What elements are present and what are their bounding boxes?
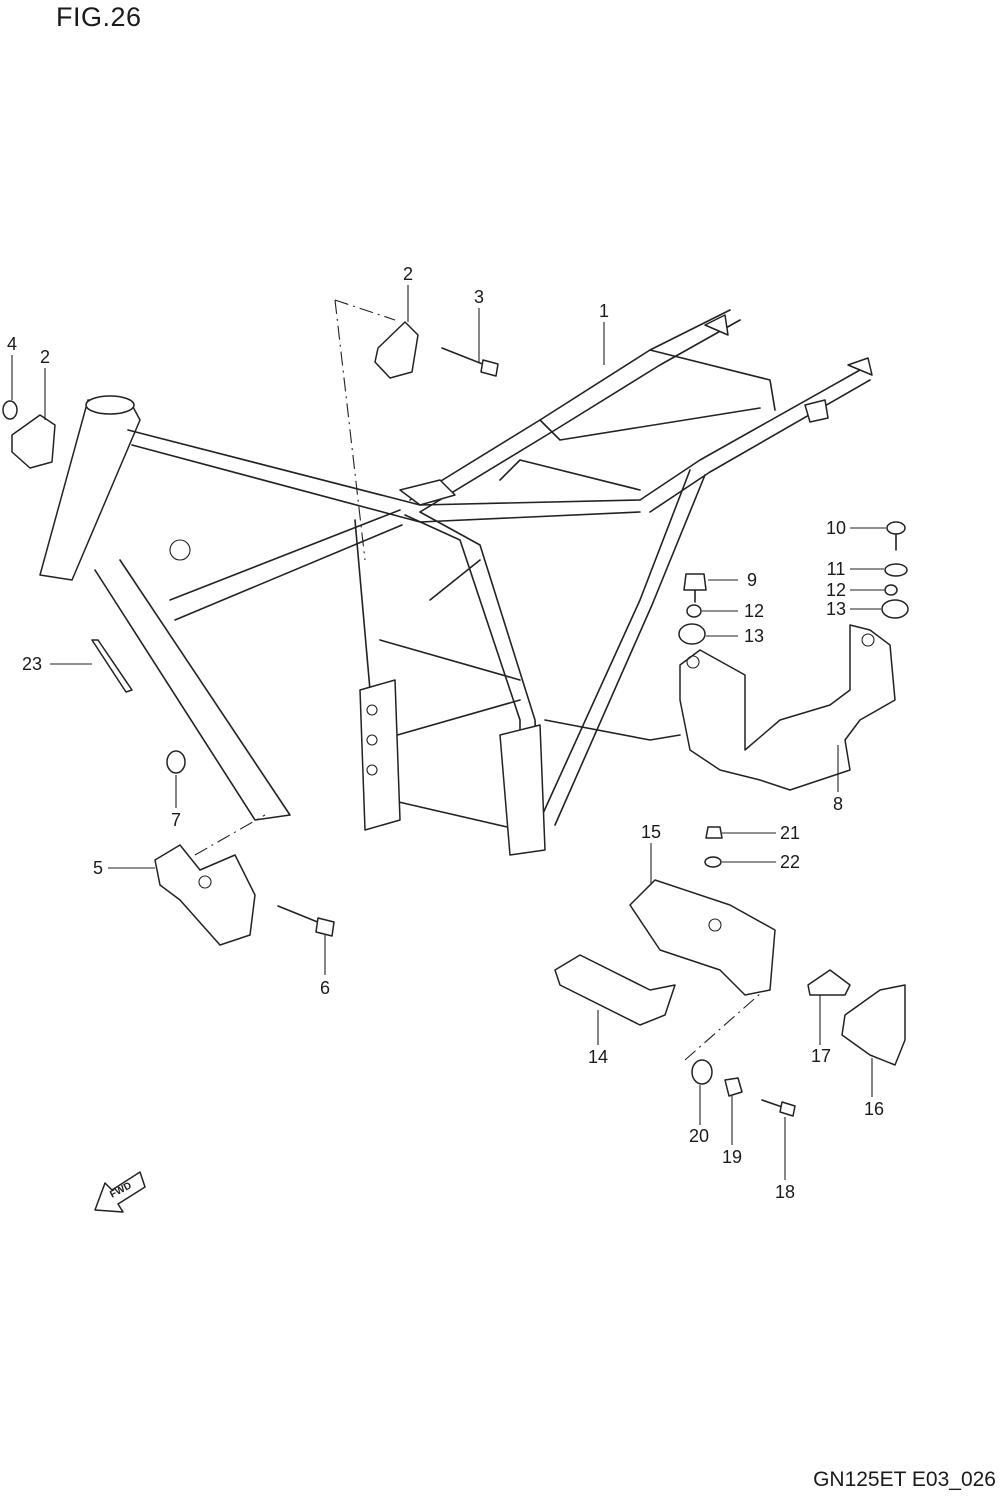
label-plate-part-23 <box>91 639 133 693</box>
collar-part-19 <box>724 1077 743 1097</box>
collar-part-12-left <box>686 604 702 618</box>
fig-title: FIG.26 <box>56 2 142 32</box>
plate-part-15 <box>629 879 776 996</box>
callout-22: 22 <box>780 852 800 872</box>
bolt-part-6 <box>277 905 335 937</box>
callout-2-left: 2 <box>40 347 50 367</box>
screw-part-10 <box>886 521 906 551</box>
bracket-part-8 <box>679 624 896 791</box>
plate-part-5 <box>154 844 256 946</box>
figure-code: GN125ET E03_026 <box>813 1468 996 1491</box>
forward-arrow-icon: FWD <box>94 1171 146 1213</box>
callout-3: 3 <box>474 287 484 307</box>
callout-1: 1 <box>599 301 609 321</box>
callout-21: 21 <box>780 823 800 843</box>
nut-part-21 <box>705 826 723 839</box>
callout-23: 23 <box>22 654 42 674</box>
bolt-part-18 <box>761 1099 796 1117</box>
callout-5: 5 <box>93 858 103 878</box>
collar-part-12-right <box>884 584 898 596</box>
bolt-part-3 <box>441 347 499 377</box>
callout-2-upper: 2 <box>403 264 413 284</box>
callout-13-right: 13 <box>826 599 846 619</box>
callout-16: 16 <box>864 1099 884 1119</box>
cover-part-14 <box>554 954 676 1026</box>
cover-part-16 <box>841 984 906 1066</box>
callout-11: 11 <box>827 559 846 579</box>
callout-12-left: 12 <box>744 601 764 621</box>
grommet-part-20 <box>691 1059 713 1085</box>
bolt-part-9 <box>683 573 707 603</box>
callout-10: 10 <box>826 518 846 538</box>
callout-19: 19 <box>722 1147 742 1167</box>
bracket-part-2-left <box>11 414 56 469</box>
callout-20: 20 <box>689 1126 709 1146</box>
callout-7: 7 <box>171 810 181 830</box>
leader-lines <box>11 285 886 1180</box>
cushion-part-13-left <box>678 623 706 645</box>
callout-14: 14 <box>588 1047 608 1067</box>
callout-12-right: 12 <box>826 580 846 600</box>
callout-18: 18 <box>775 1182 795 1202</box>
cushion-part-13-right <box>881 599 909 619</box>
callout-labels: 1 2 2 3 4 5 6 7 8 9 10 11 12 12 13 13 14… <box>7 264 884 1202</box>
washer-part-22 <box>704 856 722 868</box>
nut-part-4 <box>2 400 18 420</box>
callout-13-left: 13 <box>744 626 764 646</box>
callout-6: 6 <box>320 978 330 998</box>
callout-4: 4 <box>7 334 17 354</box>
callout-9: 9 <box>747 570 757 590</box>
washer-part-11 <box>884 563 908 577</box>
callout-15: 15 <box>641 822 661 842</box>
bracket-part-17 <box>807 969 851 996</box>
callout-8: 8 <box>833 794 843 814</box>
grommet-part-7 <box>166 750 186 774</box>
frame-part-1 <box>39 299 873 1061</box>
callout-17: 17 <box>811 1046 831 1066</box>
bracket-part-2-upper <box>374 321 419 379</box>
